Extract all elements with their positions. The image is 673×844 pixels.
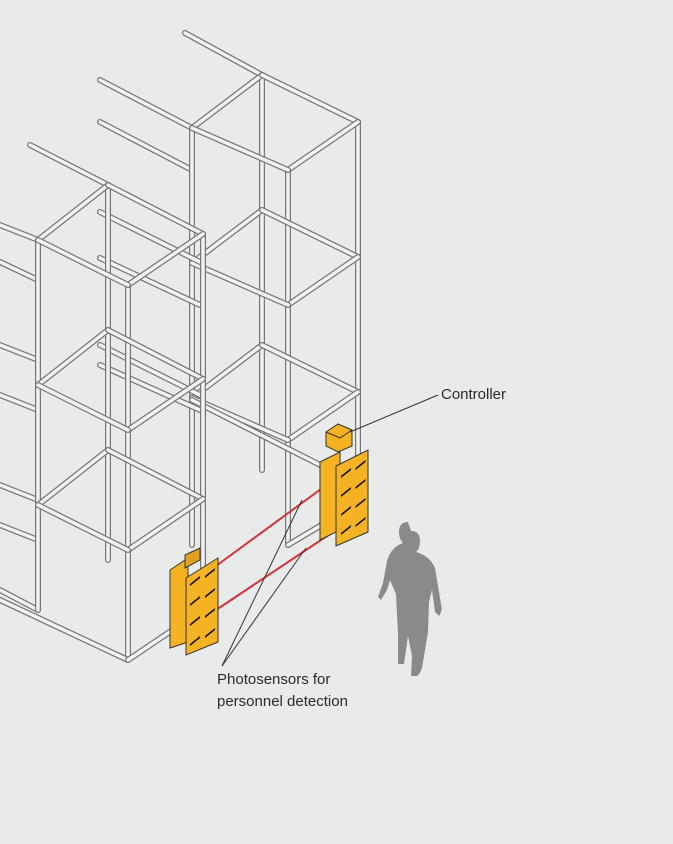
hazard-stripe [355,460,366,470]
photosensor-right [319,449,369,547]
rack-tube [0,523,40,542]
photosensors-label-line1: Photosensors for [217,671,331,688]
rack-tube [36,503,130,552]
rack-tube [286,390,360,442]
light-beam-lower [215,529,337,611]
rack-tube [98,256,202,307]
rack-tube [0,393,40,412]
hazard-stripe [355,517,366,527]
hazard-stripe [355,498,366,508]
rack-tube [0,343,40,362]
light-beam-upper [215,477,337,567]
controller-label: Controller [441,386,507,403]
light-beams [215,477,337,611]
hazard-stripe [205,588,215,598]
hazard-stripe [205,608,215,618]
rack-tube [286,255,360,307]
hazard-stripe [355,479,366,489]
rack-tube [36,448,110,507]
hazard-stripe [190,616,200,626]
rack-tube [190,73,264,130]
hazard-stripe [190,596,200,606]
rack-tube [190,126,290,172]
hazard-stripe [341,468,351,478]
leader-lines [221,394,439,667]
photosensor-leader-1 [221,499,303,667]
hazard-stripe [190,636,200,646]
rack-tube [190,398,332,472]
rack-tube [98,78,194,130]
controller-box [325,423,353,453]
photosensor-left [169,547,219,656]
rack-tube [126,377,205,432]
rack-tube [98,210,202,264]
rack-tube [98,120,194,172]
rack-tube [36,383,130,432]
rack-tube [0,260,40,282]
controller-leader [349,394,439,433]
rack-tube [0,223,40,242]
rack-tube [106,328,205,381]
rack-tube [36,183,110,242]
rack-tube [190,261,290,307]
person-silhouette-icon [378,522,442,676]
rack-tube [98,363,202,412]
rack-tube [260,208,360,259]
rack-tube [106,183,205,236]
rack-tube [126,232,205,287]
hazard-stripe [341,506,351,516]
rack-tube [183,31,264,77]
photosensors-label-line2: personnel detection [217,693,348,710]
hazard-stripe [341,487,351,497]
rack-tube [0,483,40,502]
rack-tube [0,598,130,662]
rack-tube [286,120,360,172]
rack-tube [28,143,110,187]
storage-rack-frames [0,30,361,663]
hazard-stripe [190,576,200,586]
hazard-stripe [205,628,215,638]
rack-tube [106,448,205,501]
rack-tube [0,588,40,612]
rack-tube [36,238,130,287]
hazard-stripe [341,525,351,535]
rack-tube [126,497,205,552]
photosensor-leader-2 [221,547,307,667]
rack-tube [260,73,360,124]
hazard-stripe [205,568,215,578]
rack-tube [98,343,202,397]
rack-tube [260,343,360,394]
rack-tube [36,328,110,387]
